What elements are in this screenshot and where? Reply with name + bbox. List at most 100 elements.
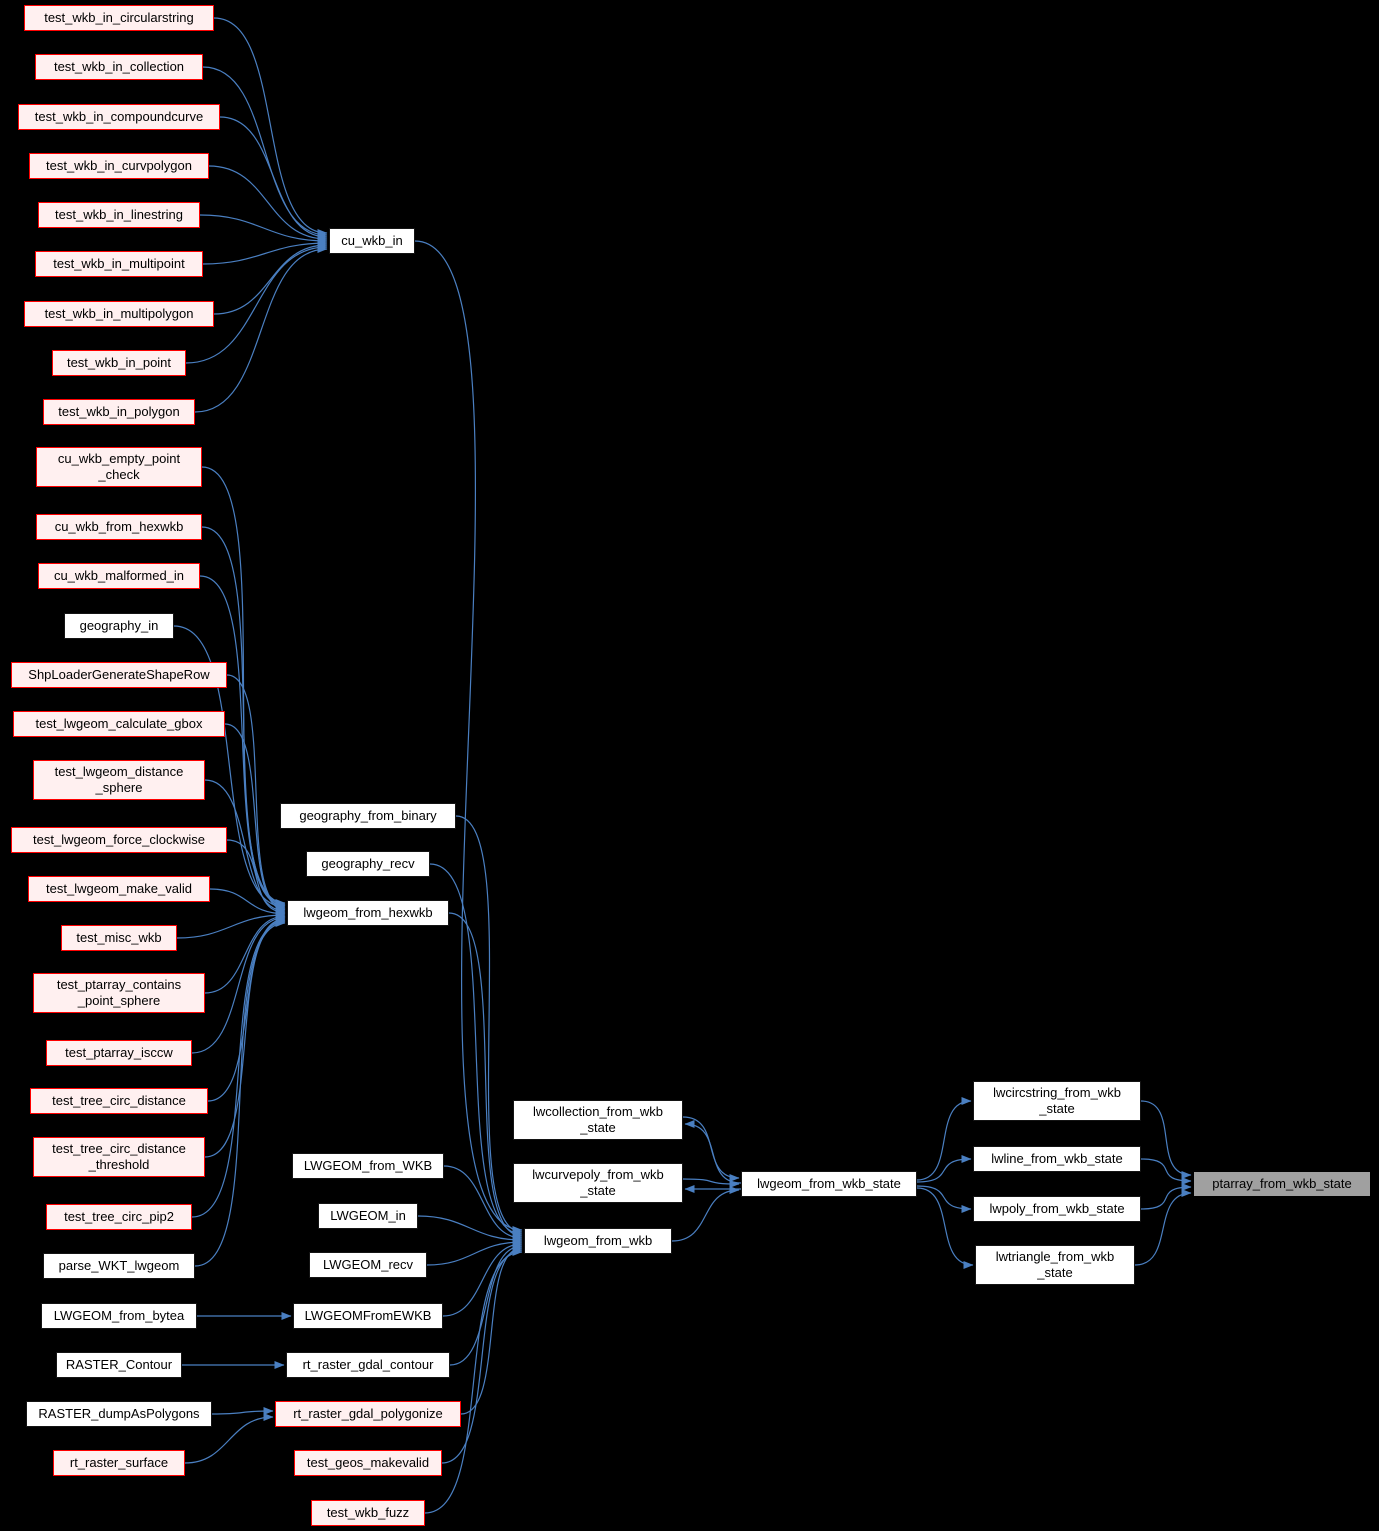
node-label: _check <box>98 467 140 482</box>
node-geography_from_binary[interactable]: geography_from_binary <box>280 803 456 829</box>
edge-geography_recv--lwgeom_from_wkb <box>429 863 523 1238</box>
edge-LWGEOM_recv--lwgeom_from_wkb <box>426 1238 523 1266</box>
node-geography_recv[interactable]: geography_recv <box>306 851 430 877</box>
edge-rt_raster_gdal_contour--lwgeom_from_wkb <box>449 1242 523 1366</box>
edge-cu_wkb_from_hexwkb--lwgeom_from_hexwkb <box>201 526 286 909</box>
node-test_ptarray_contains_point_sphere[interactable]: test_ptarray_contains_point_sphere <box>33 973 205 1013</box>
node-test_wkb_in_curvpolygon[interactable]: test_wkb_in_curvpolygon <box>29 153 209 179</box>
edge-test_lwgeom_calculate_gbox--lwgeom_from_hexwkb <box>224 723 286 914</box>
node-label: ShpLoaderGenerateShapeRow <box>28 667 210 682</box>
node-test_wkb_in_point[interactable]: test_wkb_in_point <box>52 350 186 376</box>
node-label: lwcircstring_from_wkb <box>993 1085 1121 1100</box>
node-RASTER_dumpAsPolygons[interactable]: RASTER_dumpAsPolygons <box>26 1401 212 1427</box>
edge-test_wkb_in_point--cu_wkb_in <box>185 243 328 364</box>
node-test_wkb_in_compoundcurve[interactable]: test_wkb_in_compoundcurve <box>18 104 220 130</box>
node-label: test_tree_circ_distance <box>52 1093 186 1108</box>
node-label: rt_raster_surface <box>69 1455 169 1470</box>
node-cu_wkb_from_hexwkb[interactable]: cu_wkb_from_hexwkb <box>36 514 202 540</box>
edge-test_wkb_in_polygon--cu_wkb_in <box>194 245 328 413</box>
node-lwcircstring_from_wkb_state[interactable]: lwcircstring_from_wkb_state <box>973 1081 1141 1121</box>
node-parse_WKT_lwgeom[interactable]: parse_WKT_lwgeom <box>43 1253 195 1279</box>
node-label: ptarray_from_wkb_state <box>1212 1176 1352 1191</box>
node-test_misc_wkb[interactable]: test_misc_wkb <box>61 925 177 951</box>
node-label: test_lwgeom_calculate_gbox <box>35 716 203 731</box>
node-ShpLoaderGenerateShapeRow[interactable]: ShpLoaderGenerateShapeRow <box>11 662 227 688</box>
node-lwgeom_from_wkb_state[interactable]: lwgeom_from_wkb_state <box>741 1171 917 1197</box>
node-cu_wkb_in[interactable]: cu_wkb_in <box>329 228 415 254</box>
node-test_wkb_in_circularstring[interactable]: test_wkb_in_circularstring <box>24 5 214 31</box>
node-label: test_wkb_in_compoundcurve <box>34 109 204 124</box>
node-LWGEOM_in[interactable]: LWGEOM_in <box>318 1203 418 1229</box>
node-test_geos_makevalid[interactable]: test_geos_makevalid <box>294 1450 442 1476</box>
edge-test_wkb_in_collection--cu_wkb_in <box>202 66 328 239</box>
node-LWGEOM_recv[interactable]: LWGEOM_recv <box>309 1252 427 1278</box>
node-rt_raster_surface[interactable]: rt_raster_surface <box>53 1450 185 1476</box>
node-test_wkb_in_collection[interactable]: test_wkb_in_collection <box>35 54 203 80</box>
node-cu_wkb_malformed_in[interactable]: cu_wkb_malformed_in <box>38 563 200 589</box>
node-label: cu_wkb_malformed_in <box>53 568 185 583</box>
node-LWGEOMFromEWKB[interactable]: LWGEOMFromEWKB <box>293 1303 443 1329</box>
node-test_wkb_in_multipolygon[interactable]: test_wkb_in_multipolygon <box>24 301 214 327</box>
node-rt_raster_gdal_contour[interactable]: rt_raster_gdal_contour <box>286 1352 450 1378</box>
edge-lwgeom_from_wkb--lwgeom_from_wkb_state <box>671 1186 740 1242</box>
edge-LWGEOM_from_WKB--lwgeom_from_wkb <box>443 1165 523 1242</box>
node-label: lwline_from_wkb_state <box>991 1151 1123 1166</box>
node-test_wkb_in_linestring[interactable]: test_wkb_in_linestring <box>38 202 200 228</box>
node-lwline_from_wkb_state[interactable]: lwline_from_wkb_state <box>973 1146 1141 1172</box>
node-ptarray_from_wkb_state[interactable]: ptarray_from_wkb_state <box>1193 1171 1371 1197</box>
node-rt_raster_gdal_polygonize[interactable]: rt_raster_gdal_polygonize <box>275 1401 461 1427</box>
edge-ShpLoaderGenerateShapeRow--lwgeom_from_hexwkb <box>226 674 286 913</box>
node-label: cu_wkb_from_hexwkb <box>54 519 184 534</box>
edge-parse_WKT_lwgeom--lwgeom_from_hexwkb <box>194 919 286 1267</box>
edge-lwgeom_from_wkb_state--lwpoly_from_wkb_state <box>916 1185 972 1213</box>
edge-lwgeom_from_wkb_state--lwcollection_from_wkb_state <box>684 1120 742 1184</box>
node-label: parse_WKT_lwgeom <box>58 1258 180 1273</box>
node-test_tree_circ_distance[interactable]: test_tree_circ_distance <box>30 1088 208 1114</box>
node-lwcollection_from_wkb_state[interactable]: lwcollection_from_wkb_state <box>513 1100 683 1140</box>
edge-RASTER_dumpAsPolygons--rt_raster_gdal_polygonize <box>211 1407 274 1416</box>
edge-cu_wkb_in--lwgeom_from_wkb <box>414 240 523 1234</box>
node-label: LWGEOM_from_bytea <box>53 1308 185 1323</box>
node-test_wkb_in_polygon[interactable]: test_wkb_in_polygon <box>43 399 195 425</box>
node-test_lwgeom_calculate_gbox[interactable]: test_lwgeom_calculate_gbox <box>13 711 225 737</box>
node-label: _sphere <box>95 780 143 795</box>
node-lwgeom_from_hexwkb[interactable]: lwgeom_from_hexwkb <box>287 900 449 926</box>
node-lwcurvepoly_from_wkb_state[interactable]: lwcurvepoly_from_wkb_state <box>513 1163 683 1203</box>
node-label: _state <box>1037 1265 1073 1280</box>
node-label: rt_raster_gdal_contour <box>302 1357 434 1372</box>
node-test_wkb_fuzz[interactable]: test_wkb_fuzz <box>311 1500 425 1526</box>
edge-geography_from_binary--lwgeom_from_wkb <box>455 815 523 1236</box>
node-lwgeom_from_wkb[interactable]: lwgeom_from_wkb <box>524 1228 672 1254</box>
node-test_lwgeom_distance_sphere[interactable]: test_lwgeom_distance_sphere <box>33 760 205 800</box>
edge-test_tree_circ_distance--lwgeom_from_hexwkb <box>207 915 286 1102</box>
node-test_ptarray_isccw[interactable]: test_ptarray_isccw <box>46 1040 192 1066</box>
node-label: test_tree_circ_pip2 <box>64 1209 174 1224</box>
edge-lwgeom_from_hexwkb--lwgeom_from_wkb <box>448 912 523 1240</box>
node-label: test_lwgeom_force_clockwise <box>33 832 205 847</box>
edge-test_wkb_in_multipolygon--cu_wkb_in <box>213 241 328 315</box>
node-label: _threshold <box>88 1157 150 1172</box>
node-test_tree_circ_pip2[interactable]: test_tree_circ_pip2 <box>46 1204 192 1230</box>
node-label: lwtriangle_from_wkb <box>995 1249 1115 1264</box>
edge-test_wkb_in_multipoint--cu_wkb_in <box>202 239 328 265</box>
node-lwtriangle_from_wkb_state[interactable]: lwtriangle_from_wkb_state <box>975 1245 1135 1285</box>
node-test_wkb_in_multipoint[interactable]: test_wkb_in_multipoint <box>35 251 203 277</box>
node-label: test_wkb_in_circularstring <box>44 10 194 25</box>
node-test_lwgeom_force_clockwise[interactable]: test_lwgeom_force_clockwise <box>11 827 227 853</box>
node-label: lwcurvepoly_from_wkb <box>532 1167 664 1182</box>
node-RASTER_Contour[interactable]: RASTER_Contour <box>56 1352 182 1378</box>
node-label: RASTER_Contour <box>65 1357 173 1372</box>
node-label: _state <box>580 1120 616 1135</box>
node-test_lwgeom_make_valid[interactable]: test_lwgeom_make_valid <box>28 876 210 902</box>
node-lwpoly_from_wkb_state[interactable]: lwpoly_from_wkb_state <box>973 1196 1141 1222</box>
node-label: cu_wkb_empty_point <box>57 451 181 466</box>
node-cu_wkb_empty_point_check[interactable]: cu_wkb_empty_point_check <box>36 447 202 487</box>
node-LWGEOM_from_bytea[interactable]: LWGEOM_from_bytea <box>41 1303 197 1329</box>
node-test_tree_circ_distance_threshold[interactable]: test_tree_circ_distance_threshold <box>33 1137 205 1177</box>
edge-test_tree_circ_pip2--lwgeom_from_hexwkb <box>191 917 286 1218</box>
node-LWGEOM_from_WKB[interactable]: LWGEOM_from_WKB <box>292 1153 444 1179</box>
edge-LWGEOMFromEWKB--lwgeom_from_wkb <box>442 1240 523 1317</box>
edge-test_wkb_in_circularstring--cu_wkb_in <box>213 17 328 237</box>
node-geography_in[interactable]: geography_in <box>64 613 174 639</box>
node-label: geography_recv <box>321 856 415 871</box>
